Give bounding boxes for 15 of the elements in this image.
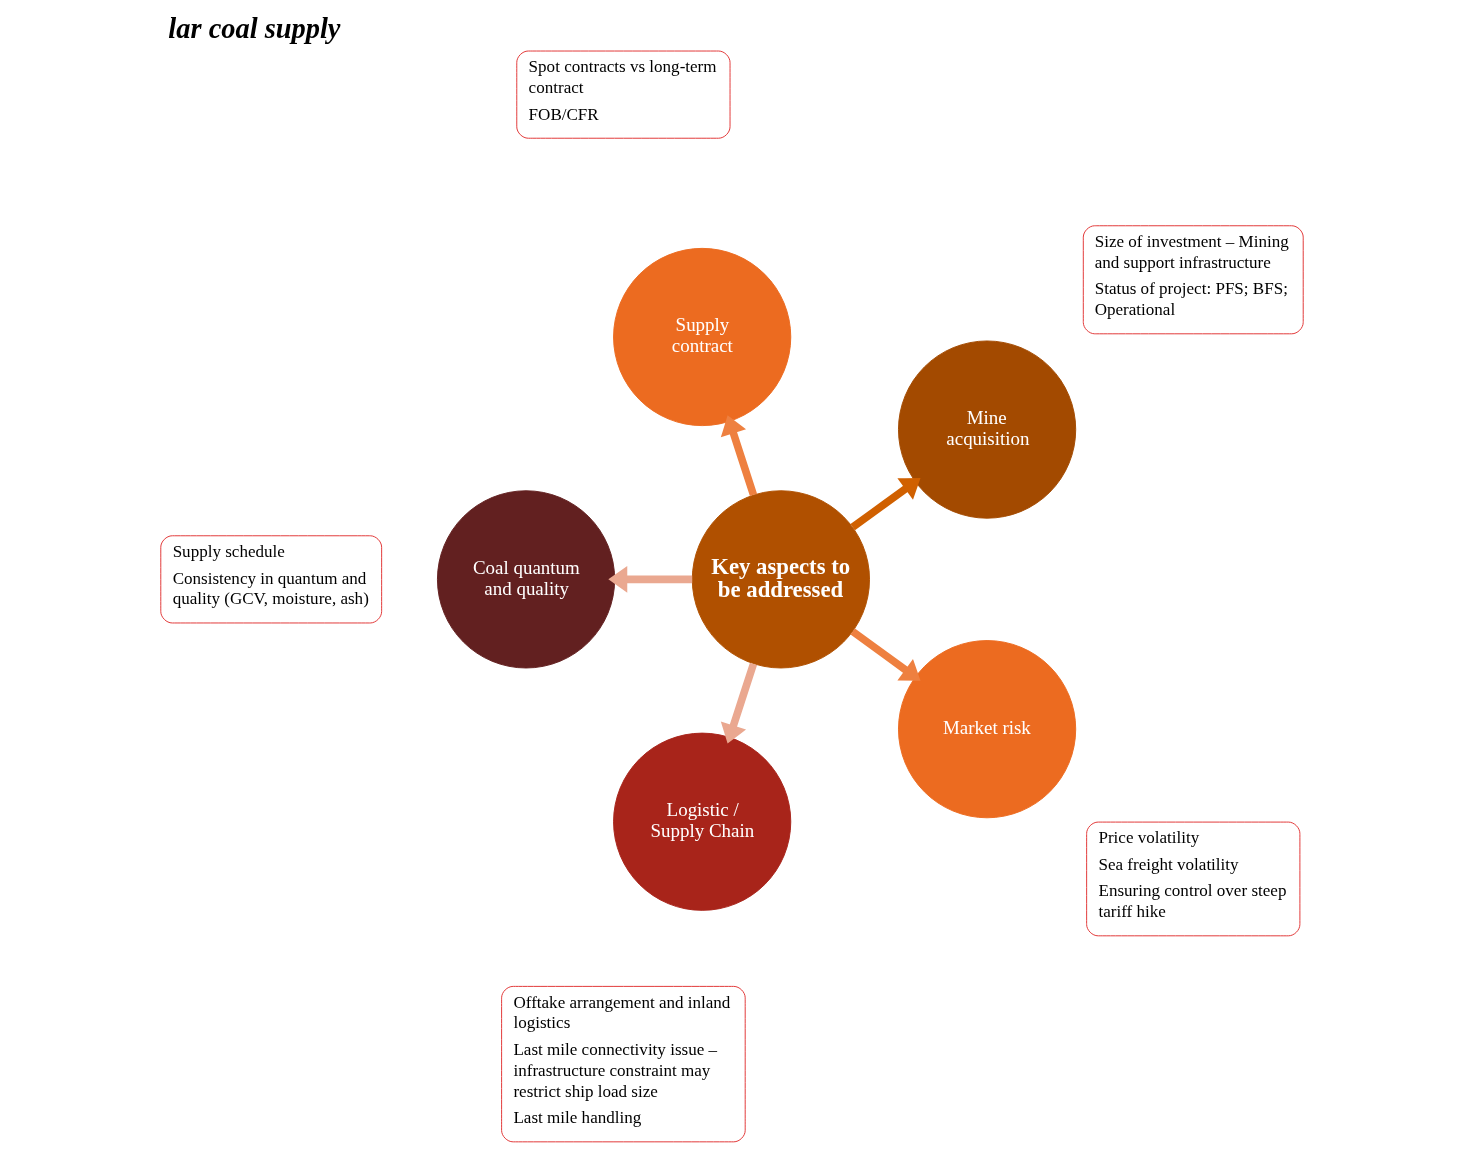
arrow (850, 628, 920, 681)
node-box: Supply schedule Consistency in quantum and quality (GCV, moisture, ash) (159, 535, 382, 624)
arrow (720, 662, 757, 744)
node-circle: Coal quantum and quality (436, 490, 615, 669)
node-circle: Key aspects to be addressed (691, 490, 870, 669)
arrow (720, 415, 757, 497)
node-box: Size of investment – Mining and support infrastructure Status of project: PFS; BFS; Operational (1082, 225, 1304, 335)
node-circle: Supply contract (612, 247, 791, 427)
arrow (607, 566, 692, 593)
diagram-title: lar coal supply (167, 12, 340, 44)
node-circle: Logistic / Supply Chain (612, 732, 791, 911)
node-box: Spot contracts vs long-term contract FOB/CFR (515, 50, 730, 139)
node-box: Price volatility Sea freight volatility Ensuring control over steep tariff hike (1085, 821, 1300, 937)
node-box: Offtake arrangement and inland logistics Last mile connectivity issue – infrastructure constraint may restrict ship load size Last mile handling (500, 985, 746, 1143)
arrow (850, 477, 920, 531)
